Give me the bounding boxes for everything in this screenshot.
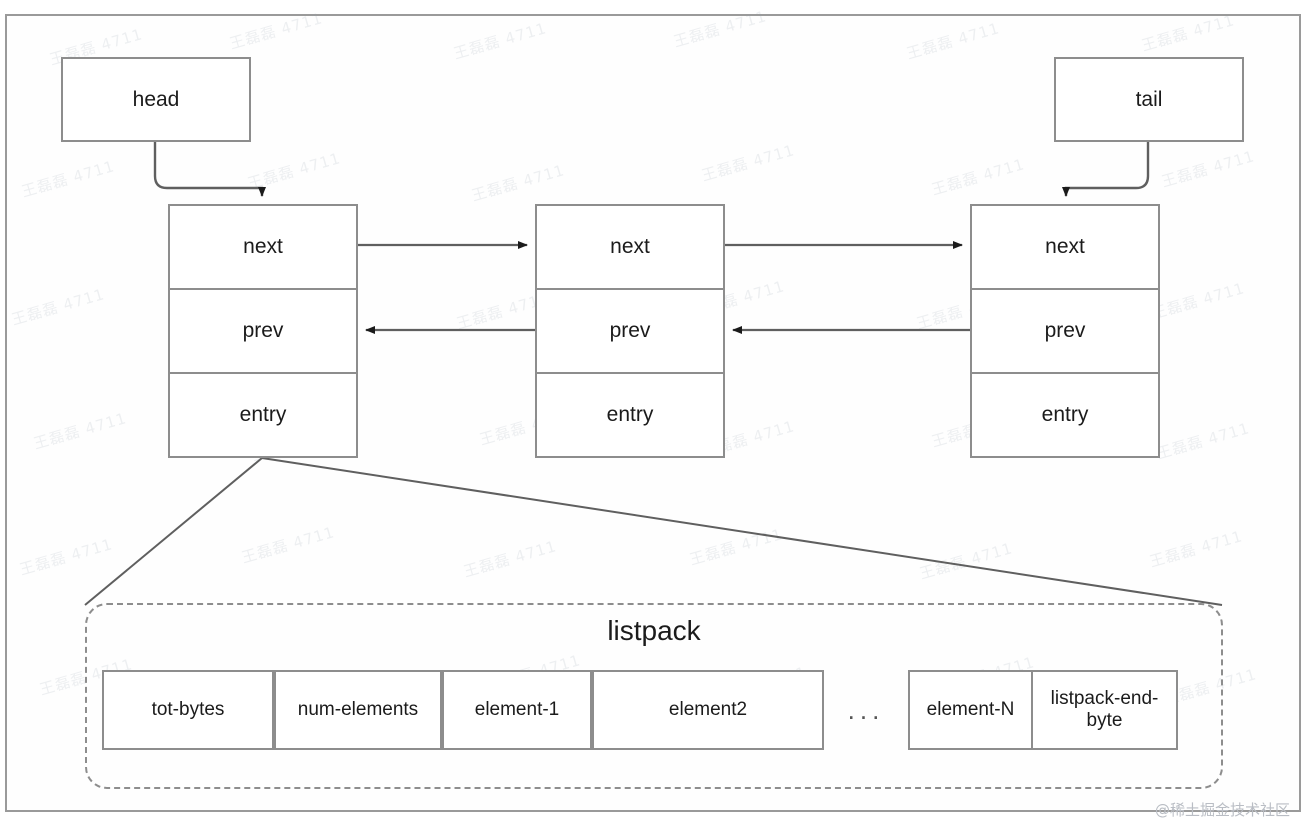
listpack-cell-num-elements: num-elements <box>274 670 442 750</box>
quicklist-node-3: next prev entry <box>970 204 1160 458</box>
tail-pointer-label: tail <box>1135 87 1163 111</box>
listpack-tail-group: element-N listpack-end-byte <box>908 670 1178 750</box>
listpack-ellipsis: ... <box>847 694 885 725</box>
head-pointer-label: head <box>132 87 180 111</box>
node-3-field-prev: prev <box>972 288 1158 372</box>
head-pointer-box: head <box>61 57 251 142</box>
tail-pointer-box: tail <box>1054 57 1244 142</box>
listpack-cell-element-2: element2 <box>592 670 824 750</box>
listpack-cell-tot-bytes: tot-bytes <box>102 670 274 750</box>
node-1-field-entry: entry <box>170 372 356 456</box>
node-2-field-next: next <box>610 235 650 258</box>
node-2-field-entry: entry <box>537 372 723 456</box>
node-1-field-next: next <box>243 235 283 258</box>
node-3-field-entry: entry <box>972 372 1158 456</box>
listpack-cell-element-1: element-1 <box>442 670 592 750</box>
listpack-cell-end-byte: listpack-end-byte <box>1031 670 1178 750</box>
quicklist-node-1: next prev entry <box>168 204 358 458</box>
node-3-field-next: next <box>1045 235 1085 258</box>
listpack-title: listpack <box>607 615 701 646</box>
listpack-cell-element-n: element-N <box>908 670 1033 750</box>
node-2-field-prev: prev <box>537 288 723 372</box>
credit-watermark: @稀土掘金技术社区 <box>1154 801 1290 819</box>
listpack-cell-row: tot-bytes num-elements element-1 element… <box>102 670 1210 750</box>
node-1-field-prev: prev <box>170 288 356 372</box>
quicklist-node-2: next prev entry <box>535 204 725 458</box>
listpack-container: listpack tot-bytes num-elements element-… <box>85 603 1223 789</box>
